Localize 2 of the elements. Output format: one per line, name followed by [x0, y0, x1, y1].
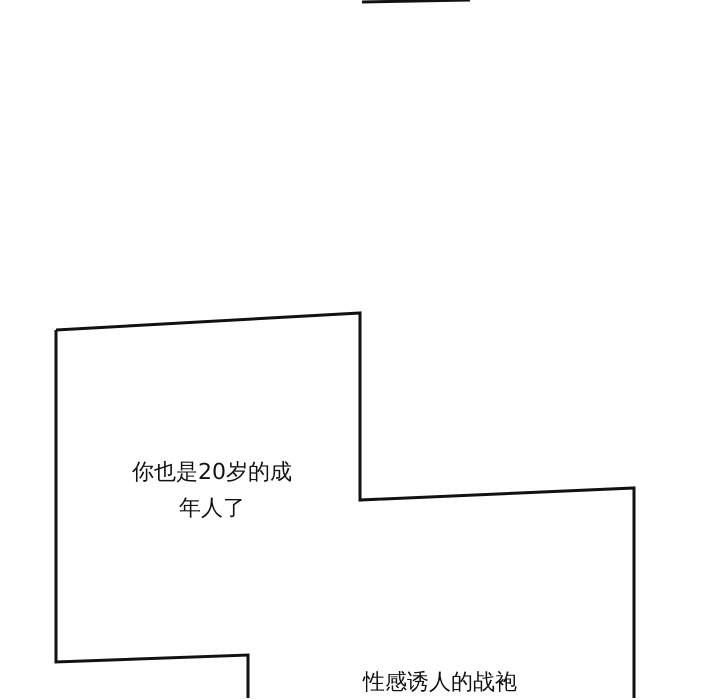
- caption-text: 性感诱人的战袍: [362, 669, 518, 697]
- caption-text: 你也是20岁的成年人了: [131, 459, 293, 523]
